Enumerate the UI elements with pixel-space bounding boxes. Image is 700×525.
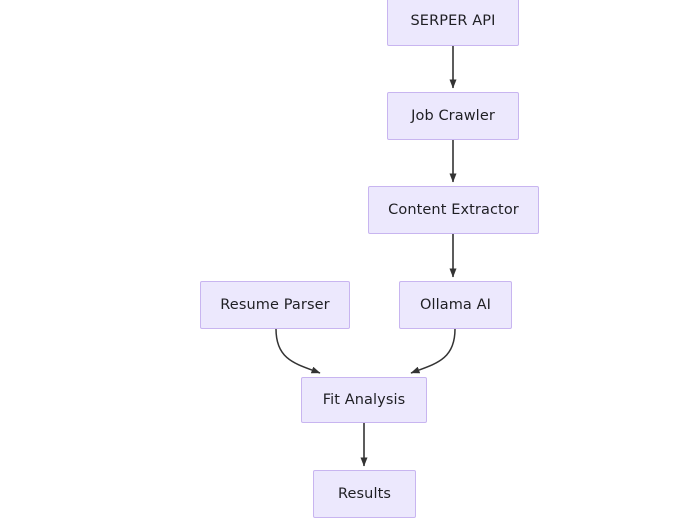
node-label-serper-api: SERPER API [410,12,496,29]
node-results[interactable]: Results [313,470,416,518]
node-content-extractor[interactable]: Content Extractor [368,186,539,234]
node-ollama-ai[interactable]: Ollama AI [399,281,512,329]
node-label-results: Results [337,485,392,502]
edge-ollama-to-fit [410,328,456,374]
node-job-crawler[interactable]: Job Crawler [387,92,519,140]
edge-resume-to-fit [275,328,321,374]
node-fit-analysis[interactable]: Fit Analysis [301,377,427,423]
node-label-content-extractor: Content Extractor [388,201,519,218]
node-label-resume-parser: Resume Parser [220,296,330,313]
node-label-ollama-ai: Ollama AI [419,296,492,313]
node-serper-api[interactable]: SERPER API [387,0,519,46]
node-label-job-crawler: Job Crawler [411,107,495,124]
node-resume-parser[interactable]: Resume Parser [200,281,350,329]
node-label-fit-analysis: Fit Analysis [322,391,406,408]
